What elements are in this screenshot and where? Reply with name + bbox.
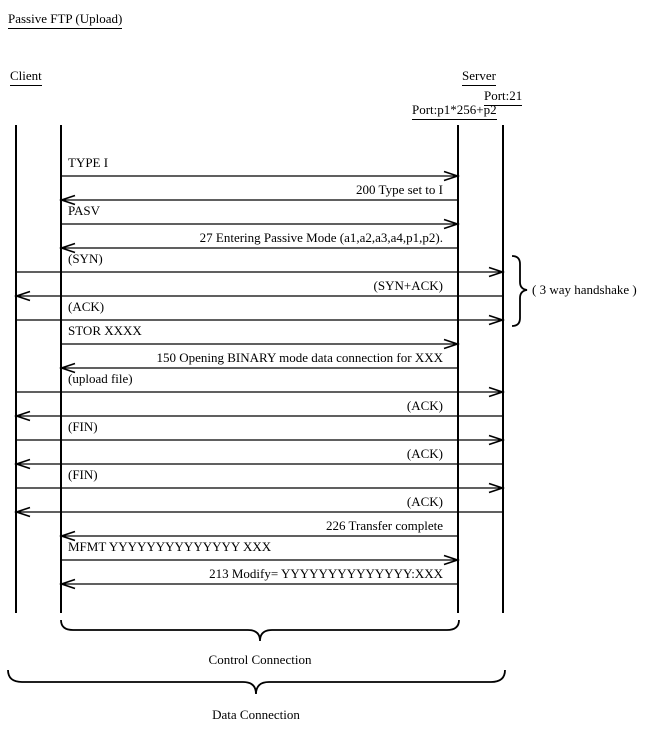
message-label: MFMT YYYYYYYYYYYYYY XXX [68, 539, 272, 554]
message-label: (FIN) [68, 467, 98, 482]
message-arrow-right [61, 170, 461, 182]
control-connection-brace [60, 619, 460, 642]
message-label: TYPE I [68, 155, 109, 170]
data-connection-label: Data Connection [212, 707, 300, 722]
server-data-lifeline [502, 125, 504, 613]
message-label: (SYN) [68, 251, 103, 266]
server-port-data-text: Port:p1*256+p2 [412, 102, 497, 120]
message-arrow-left [58, 194, 458, 206]
message-arrow-right [61, 338, 461, 350]
client-actor-text: Client [10, 68, 42, 86]
client-data-lifeline [15, 125, 17, 613]
message-label: (ACK) [406, 398, 443, 413]
handshake-label: ( 3 way handshake ) [532, 282, 637, 297]
message-label: (ACK) [406, 446, 443, 461]
message-label: 213 Modify= YYYYYYYYYYYYYY:XXX [209, 566, 443, 581]
server-actor-label: Server [462, 68, 496, 86]
message-label: (SYN+ACK) [373, 278, 443, 293]
message-arrow-right [16, 434, 506, 446]
message-label: 27 Entering Passive Mode (a1,a2,a3,a4,p1… [199, 230, 443, 245]
client-actor-label: Client [10, 68, 42, 86]
message-label: STOR XXXX [68, 323, 142, 338]
message-arrow-left [13, 506, 503, 518]
message-arrow-right [16, 386, 506, 398]
server-port-control-text: Port:21 [484, 88, 523, 106]
message-arrow-right [61, 554, 461, 566]
server-port-control-label: Port:21 [484, 88, 523, 106]
data-connection-brace [7, 669, 506, 695]
page-title-text: Passive FTP (Upload) [8, 11, 123, 29]
message-arrow-right [16, 266, 506, 278]
message-arrow-left [13, 290, 503, 302]
message-arrow-left [58, 242, 458, 254]
control-connection-label: Control Connection [208, 652, 312, 667]
message-label: (FIN) [68, 419, 98, 434]
server-actor-text: Server [462, 68, 496, 86]
message-label: (ACK) [68, 299, 105, 314]
client-control-lifeline [60, 125, 62, 613]
page-title: Passive FTP (Upload) [8, 11, 123, 29]
message-label: (upload file) [68, 371, 133, 386]
server-control-lifeline [457, 125, 459, 613]
message-arrow-right [16, 314, 506, 326]
message-arrow-left [58, 362, 458, 374]
message-label: (ACK) [406, 494, 443, 509]
message-arrow-left [58, 578, 458, 590]
message-label: 226 Transfer complete [326, 518, 443, 533]
message-arrow-left [58, 530, 458, 542]
message-label: 150 Opening BINARY mode data connection … [156, 350, 443, 365]
message-arrow-right [16, 482, 506, 494]
message-arrow-left [13, 458, 503, 470]
message-label: PASV [68, 203, 101, 218]
message-label: 200 Type set to I [356, 182, 443, 197]
handshake-brace [511, 255, 528, 327]
message-arrow-right [61, 218, 461, 230]
server-port-data-label: Port:p1*256+p2 [412, 102, 497, 120]
message-arrow-left [13, 410, 503, 422]
